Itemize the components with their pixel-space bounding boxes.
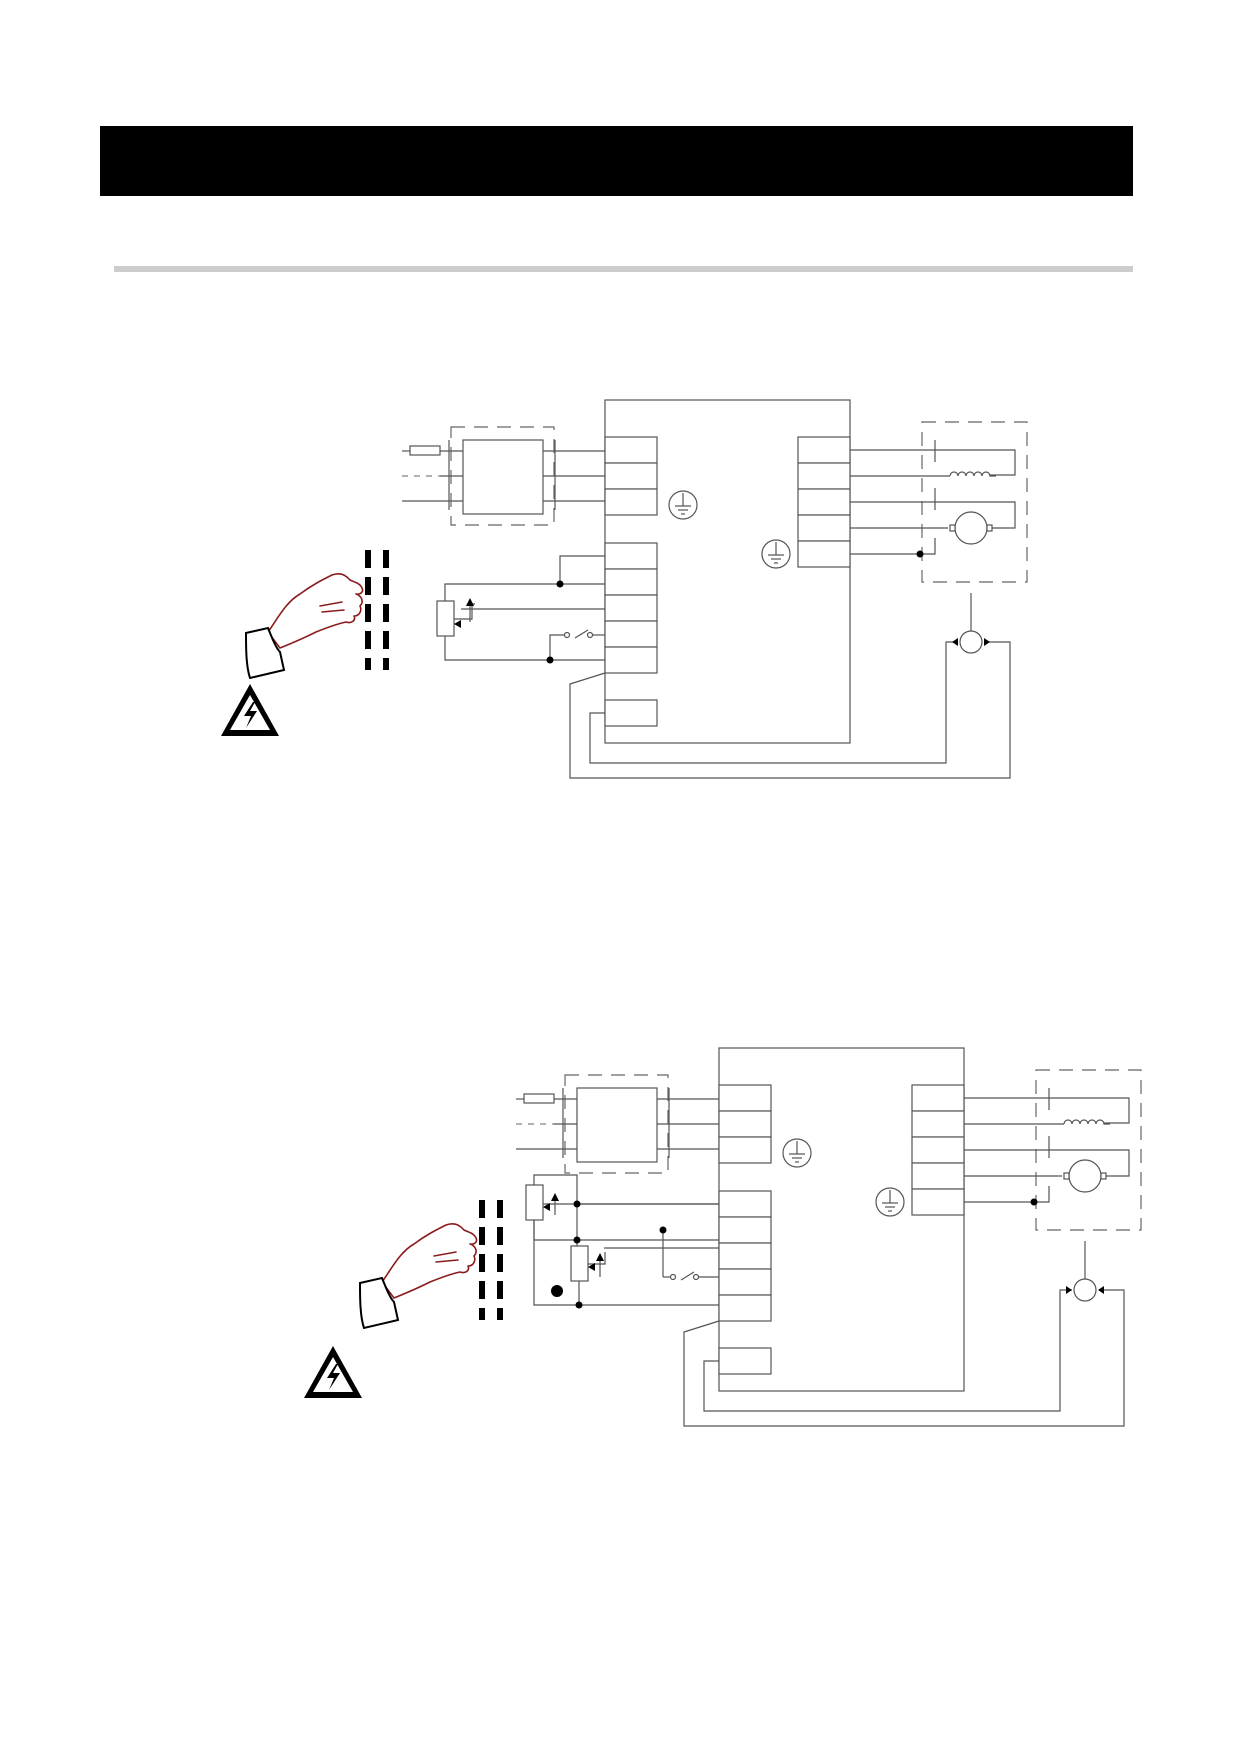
encoder-icon [952, 593, 990, 654]
ground-symbol-icon [875, 1187, 905, 1217]
potentiometer-icon [436, 600, 455, 637]
line-filter [462, 439, 544, 515]
encoder-icon [1066, 1241, 1104, 1302]
fuse-icon [523, 1093, 555, 1104]
indicator-dot [551, 1285, 563, 1297]
motor-icon [1063, 1159, 1107, 1193]
hand-stop-icon [244, 573, 364, 680]
header-bar [100, 126, 1133, 196]
fuse-icon [409, 445, 441, 456]
high-voltage-warning-icon [221, 684, 279, 736]
potentiometer-icon [525, 1184, 544, 1221]
supply-lines [516, 1088, 719, 1158]
control-wiring [444, 555, 605, 661]
control-wiring [533, 1174, 719, 1306]
safety-barrier-icon [479, 1200, 503, 1320]
ground-symbol-icon [782, 1138, 812, 1168]
supply-lines [402, 440, 605, 510]
motor-wiring [850, 440, 1016, 555]
wiring-diagram-dual-potentiometer [304, 1047, 1142, 1427]
field-winding-icon [949, 471, 996, 477]
feedback-wiring [683, 1289, 1125, 1427]
hand-stop-icon [358, 1223, 478, 1330]
field-winding-icon [1063, 1119, 1110, 1125]
feedback-wiring [569, 641, 1011, 779]
output-terminal-block [911, 1084, 965, 1216]
control-terminal-block [718, 1190, 772, 1375]
potentiometer-wiper-arrow [454, 598, 474, 628]
motor-icon [949, 511, 993, 545]
line-filter [576, 1087, 658, 1163]
control-terminal-block [604, 542, 658, 727]
input-terminal-block [718, 1084, 772, 1164]
input-terminal-block [604, 436, 658, 516]
ground-symbol-icon [668, 490, 698, 520]
safety-barrier-icon [365, 550, 389, 670]
section-rule [114, 266, 1133, 272]
potentiometer-wiper-arrow [543, 1193, 604, 1277]
motor-wiring [964, 1088, 1130, 1203]
potentiometer-icon [570, 1245, 589, 1282]
output-terminal-block [797, 436, 851, 568]
high-voltage-warning-icon [304, 1346, 362, 1398]
ground-symbol-icon [761, 539, 791, 569]
wiring-diagram-single-potentiometer [221, 399, 1028, 779]
